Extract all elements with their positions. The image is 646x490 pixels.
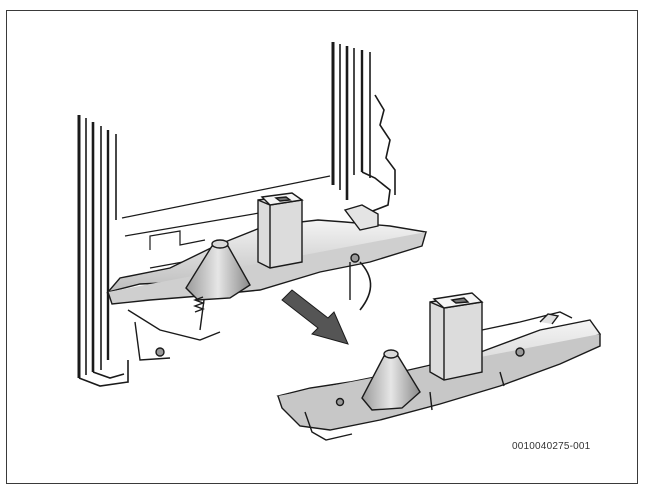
removal-arrow <box>281 289 349 345</box>
figure-reference-code: 0010040275-001 <box>512 441 591 452</box>
housing-frame <box>77 42 396 387</box>
trap-assembly-removed <box>276 292 602 441</box>
trap-assembly-installed <box>106 192 428 361</box>
